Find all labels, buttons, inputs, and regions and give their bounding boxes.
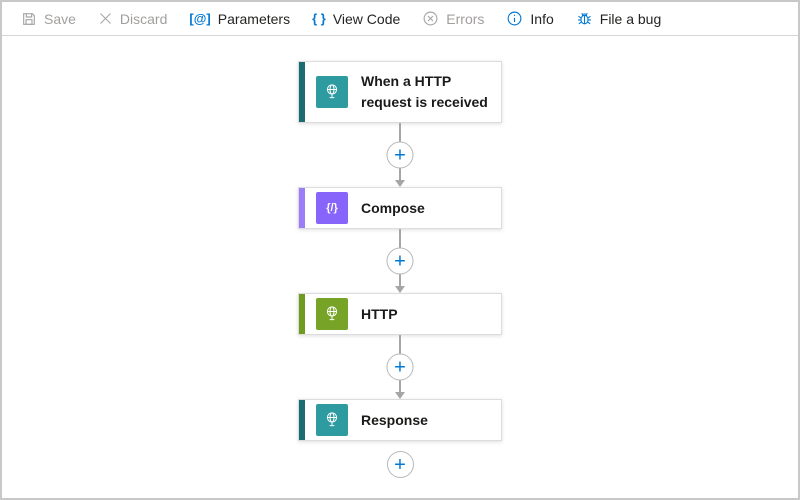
- parameters-icon: [@]: [189, 11, 211, 26]
- save-label: Save: [44, 10, 76, 27]
- arrow-down-icon: [395, 286, 405, 293]
- insert-step-button[interactable]: +: [386, 353, 414, 381]
- info-label: Info: [530, 10, 554, 27]
- arrow-down-icon: [395, 180, 405, 187]
- node-accent-bar: [299, 188, 305, 228]
- insert-step-button[interactable]: +: [386, 141, 414, 169]
- http-response-icon: [316, 404, 348, 436]
- connector: +: [298, 229, 502, 293]
- connector: +: [298, 335, 502, 399]
- designer-toolbar: Save Discard [@] Parameters { } View Cod…: [2, 2, 798, 36]
- discard-icon: [98, 11, 113, 26]
- node-accent-bar: [299, 294, 305, 334]
- node-accent-bar: [299, 62, 305, 122]
- insert-step-button[interactable]: +: [386, 247, 414, 275]
- compose-icon: {/}: [316, 192, 348, 224]
- bug-icon: [576, 10, 593, 27]
- file-a-bug-label: File a bug: [599, 10, 662, 27]
- save-button[interactable]: Save: [10, 2, 87, 35]
- node-response[interactable]: Response: [298, 399, 502, 441]
- discard-button[interactable]: Discard: [87, 2, 178, 35]
- node-title: When a HTTP request is received: [361, 73, 488, 110]
- node-compose[interactable]: {/} Compose: [298, 187, 502, 229]
- plus-icon: +: [394, 250, 406, 272]
- info-icon: [506, 10, 523, 27]
- view-code-button[interactable]: { } View Code: [301, 2, 411, 35]
- node-accent-bar: [299, 400, 305, 440]
- discard-label: Discard: [119, 10, 168, 27]
- workflow-canvas[interactable]: When a HTTP request is received + {/} Co…: [2, 36, 798, 498]
- plus-icon: +: [394, 144, 406, 166]
- parameters-button[interactable]: [@] Parameters: [178, 2, 301, 35]
- node-when-http-request-received[interactable]: When a HTTP request is received: [298, 61, 502, 123]
- save-icon: [21, 11, 37, 27]
- parameters-label: Parameters: [217, 10, 291, 27]
- http-globe-icon: [316, 298, 348, 330]
- errors-label: Errors: [446, 10, 485, 27]
- arrow-down-icon: [395, 392, 405, 399]
- errors-icon: [422, 10, 439, 27]
- info-button[interactable]: Info: [495, 2, 564, 35]
- view-code-label: View Code: [332, 10, 401, 27]
- connector: +: [298, 123, 502, 187]
- insert-step-button[interactable]: +: [386, 451, 414, 478]
- node-title: Compose: [361, 199, 425, 216]
- node-http[interactable]: HTTP: [298, 293, 502, 335]
- http-request-icon: [316, 76, 348, 108]
- file-a-bug-button[interactable]: File a bug: [565, 2, 672, 35]
- node-title: Response: [361, 411, 428, 428]
- errors-button[interactable]: Errors: [411, 2, 495, 35]
- code-braces-icon: { }: [312, 11, 326, 26]
- plus-icon: +: [394, 453, 406, 476]
- node-title: HTTP: [361, 305, 398, 322]
- plus-icon: +: [394, 356, 406, 378]
